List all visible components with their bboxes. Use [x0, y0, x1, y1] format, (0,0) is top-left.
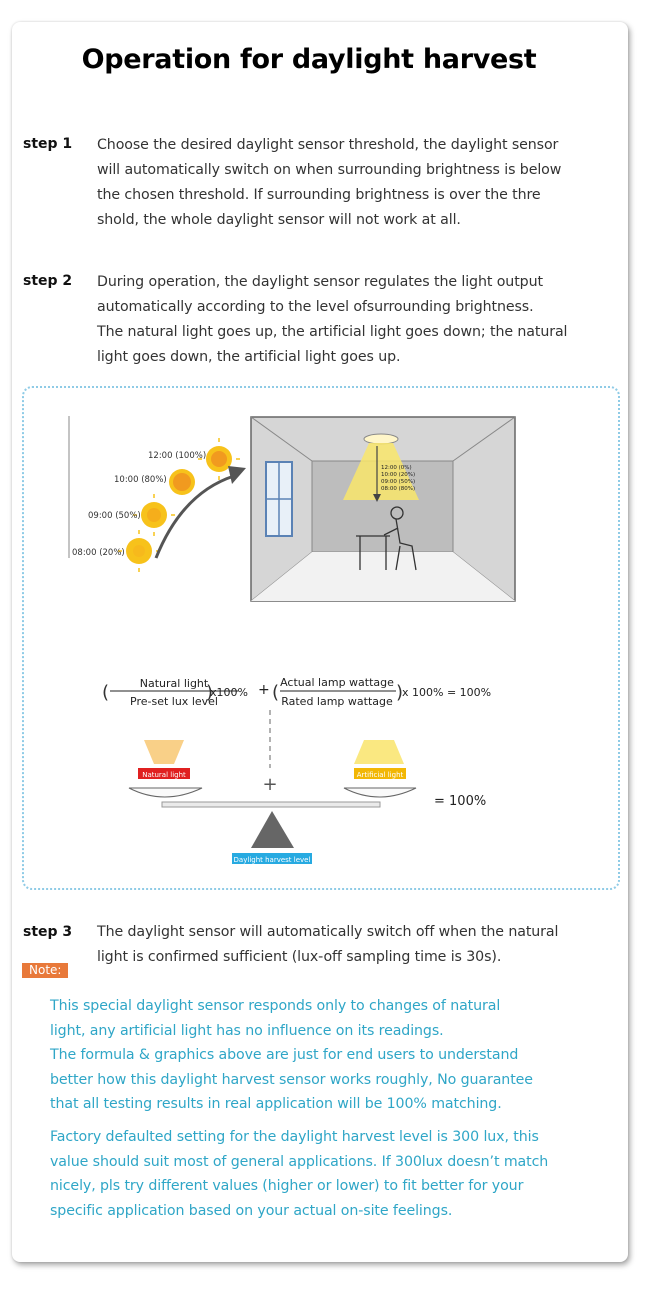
formula-multiplier-1: x100% — [210, 686, 248, 699]
sun-time-label: 08:00 (20%) — [72, 548, 125, 558]
sun-rays — [118, 438, 240, 572]
step-2-line: light goes down, the artificial light go… — [97, 349, 401, 365]
step-3-label: step 3 — [23, 924, 73, 940]
step-1-line: Choose the desired daylight sensor thres… — [97, 137, 559, 153]
balance-cross: + — [262, 774, 277, 795]
note-line: Factory defaulted setting for the daylig… — [50, 1129, 539, 1145]
room-illustration: 12:00 (0%) 10:00 (20%) 09:00 (50%) 08:00… — [250, 416, 516, 602]
sun-center-icon — [211, 451, 227, 467]
base-label-bg — [232, 853, 312, 864]
sun-center-icon — [133, 545, 145, 557]
note-line: light, any artificial light has no influ… — [50, 1022, 444, 1039]
artificial-light-glow — [354, 740, 404, 764]
page-title: Operation for daylight harvest — [81, 44, 537, 75]
step-1-line: the chosen threshold. If surrounding bri… — [97, 187, 541, 203]
lamp-time-label: 12:00 (0%) — [381, 465, 412, 471]
note-line: The formula & graphics above are just fo… — [50, 1047, 519, 1064]
formula-paren: ) — [206, 682, 213, 703]
lamp-arrow-head-icon — [373, 494, 381, 502]
trend-arrow — [154, 474, 235, 559]
sun-time-label: 12:00 (100%) — [148, 451, 206, 461]
step-3-text: The daylight sensor will automatically s… — [97, 920, 617, 970]
formula-paren: ( — [102, 682, 109, 703]
formula-numerator-1: Natural light — [140, 677, 209, 690]
step-2-line: automatically according to the level ofs… — [97, 299, 534, 315]
step-3-line: The daylight sensor will automatically s… — [97, 924, 559, 940]
formula-paren: ( — [272, 682, 279, 703]
sun-icon-09 — [141, 502, 167, 528]
note-paragraph-2: Factory defaulted setting for the daylig… — [50, 1125, 610, 1223]
step-1-label: step 1 — [23, 136, 73, 152]
note-line: that all testing results in real applica… — [50, 1096, 502, 1113]
sun-icon-12 — [206, 446, 232, 472]
natural-label-bg — [138, 768, 190, 779]
formula-denominator-2: Rated lamp wattage — [281, 695, 393, 708]
balance-result: = 100% — [434, 794, 486, 809]
fulcrum — [251, 811, 294, 848]
lamp-time-label: 09:00 (50%) — [381, 479, 415, 485]
sun-icon-10 — [169, 469, 195, 495]
content-card — [12, 22, 628, 1262]
sun-time-label: 09:00 (50%) — [88, 511, 141, 521]
artificial-light-label: Artificial light — [357, 771, 404, 779]
daylight-diagram: 12:00 (100%) 10:00 (80%) 09:00 (50%) 08:… — [68, 416, 516, 864]
sun-center-icon — [173, 473, 191, 491]
diagram-frame: 12:00 (100%) 10:00 (80%) 09:00 (50%) 08:… — [22, 386, 620, 890]
artificial-label-bg — [354, 768, 406, 779]
note-badge: Note: — [22, 963, 69, 978]
sun-time-label: 10:00 (80%) — [114, 475, 167, 485]
sun-center-icon — [147, 508, 161, 522]
step-2-text: During operation, the daylight sensor re… — [97, 270, 617, 370]
person-at-desk-icon — [356, 506, 417, 571]
formula-numerator-2: Actual lamp wattage — [280, 676, 394, 689]
step-2-line: During operation, the daylight sensor re… — [97, 274, 543, 290]
note-line: This special daylight sensor responds on… — [50, 998, 501, 1014]
formula: ( Natural light Pre-set lux level ) x100… — [102, 676, 491, 708]
room-floor — [251, 552, 515, 601]
formula-multiplier-2: x 100% = 100% — [402, 686, 491, 699]
natural-light-glow — [144, 740, 184, 764]
arrow-head-icon — [228, 466, 246, 484]
note-line: specific application based on your actua… — [50, 1202, 453, 1219]
balance-scale: + Natural light Artificial light Dayligh… — [128, 710, 486, 864]
step-1-text: Choose the desired daylight sensor thres… — [97, 133, 617, 233]
light-cone — [343, 443, 419, 500]
ceiling-lamp-icon — [363, 433, 399, 445]
step-2-label: step 2 — [23, 273, 73, 289]
note-line: value should suit most of general applic… — [50, 1153, 549, 1170]
sun-icon-08 — [126, 538, 152, 564]
formula-paren: ) — [396, 682, 403, 703]
step-2-line: The natural light goes up, the artificia… — [97, 324, 568, 340]
lamp-time-label: 10:00 (20%) — [381, 472, 415, 478]
note-paragraph-1: This special daylight sensor responds on… — [50, 994, 610, 1117]
step-1-line: shold, the whole daylight sensor will no… — [97, 212, 461, 228]
lamp-time-label: 08:00 (80%) — [381, 486, 415, 492]
step-1-line: will automatically switch on when surrou… — [97, 162, 562, 178]
formula-denominator-1: Pre-set lux level — [130, 695, 218, 708]
natural-light-label: Natural light — [142, 771, 186, 779]
note-line: nicely, pls try different values (higher… — [50, 1178, 524, 1195]
step-3-line: light is confirmed sufficient (lux-off s… — [97, 949, 502, 965]
balance-beam — [161, 801, 381, 808]
left-pan — [128, 787, 203, 798]
right-pan — [343, 787, 417, 798]
formula-plus: + — [258, 682, 270, 698]
base-label: Daylight harvest level — [234, 856, 311, 864]
note-line: better how this daylight harvest sensor … — [50, 1071, 533, 1088]
